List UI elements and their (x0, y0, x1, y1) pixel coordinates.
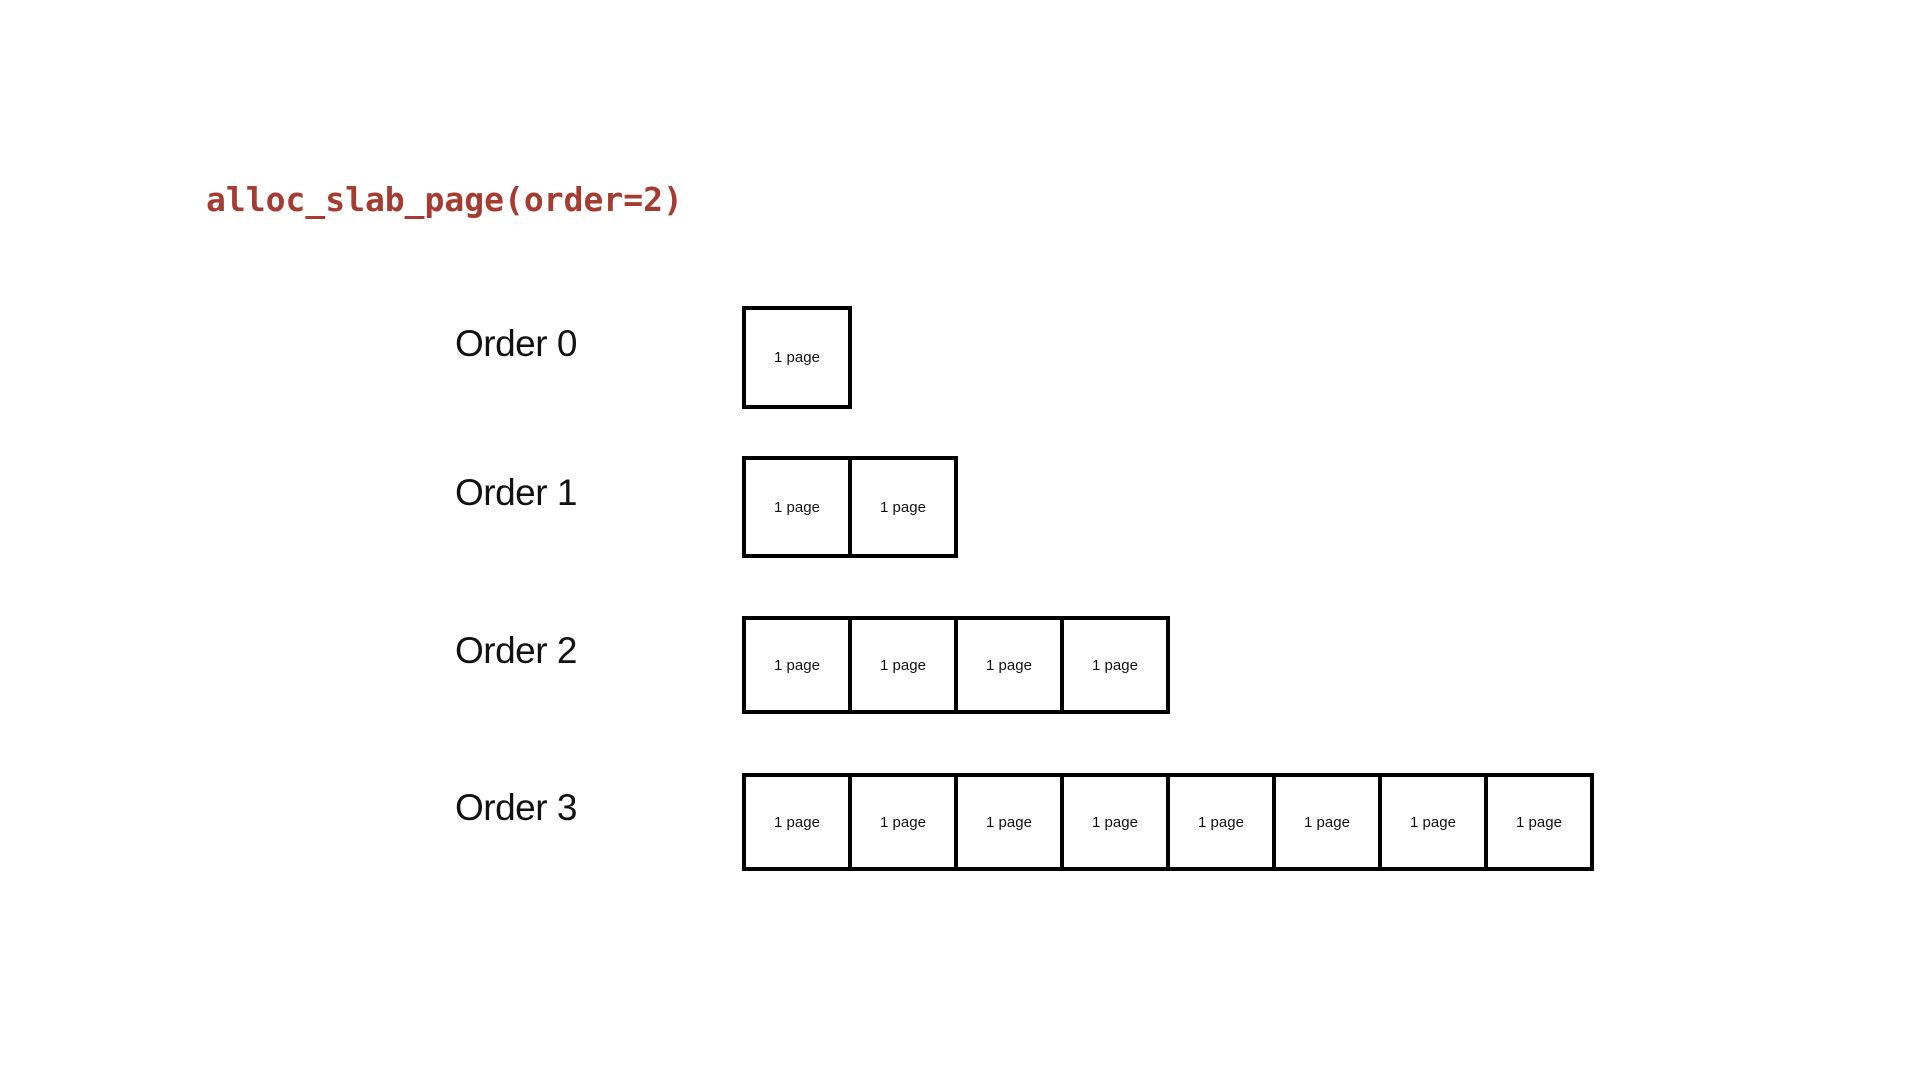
page-box-label: 1 page (880, 813, 926, 831)
page-box: 1 page (848, 456, 958, 558)
page-box-label: 1 page (774, 498, 820, 516)
page-box-label: 1 page (986, 656, 1032, 674)
page-box: 1 page (742, 456, 852, 558)
page-box: 1 page (848, 773, 958, 871)
page-box-label: 1 page (1304, 813, 1350, 831)
page-box-label: 1 page (880, 498, 926, 516)
page-box: 1 page (954, 616, 1064, 714)
page-box: 1 page (742, 616, 852, 714)
page-box-group: 1 page 1 page 1 page 1 page (742, 616, 1170, 714)
order-row-label: Order 0 (455, 322, 577, 364)
page-box-label: 1 page (1092, 813, 1138, 831)
page-box: 1 page (742, 773, 852, 871)
page-box-group: 1 page 1 page (742, 456, 958, 558)
page-box: 1 page (1060, 773, 1170, 871)
order-row: Order 2 1 page 1 page 1 page 1 page (455, 616, 1170, 714)
page-box: 1 page (1166, 773, 1276, 871)
page-box-label: 1 page (1092, 656, 1138, 674)
order-row-label: Order 3 (455, 787, 577, 828)
page-box: 1 page (848, 616, 958, 714)
page-box: 1 page (954, 773, 1064, 871)
page-box: 1 page (742, 306, 852, 409)
page-box-group: 1 page (742, 306, 852, 409)
page-box-label: 1 page (1410, 813, 1456, 831)
page-box-label: 1 page (774, 656, 820, 674)
page-box-label: 1 page (774, 349, 820, 366)
page-box-label: 1 page (1516, 813, 1562, 831)
page-box-label: 1 page (880, 656, 926, 674)
page-box: 1 page (1378, 773, 1488, 871)
page-title: alloc_slab_page(order=2) (206, 180, 683, 219)
order-row: Order 1 1 page 1 page (455, 456, 958, 558)
page-box: 1 page (1060, 616, 1170, 714)
order-row-label: Order 1 (455, 472, 577, 513)
page-box-label: 1 page (774, 813, 820, 831)
page-box-label: 1 page (1198, 813, 1244, 831)
page-box: 1 page (1272, 773, 1382, 871)
page-box-group: 1 page 1 page 1 page 1 page 1 page 1 page 1 pa… (742, 773, 1594, 871)
order-row: Order 0 1 page (455, 306, 852, 409)
page-box: 1 page (1484, 773, 1594, 871)
order-row-label: Order 2 (455, 630, 577, 671)
page-box-label: 1 page (986, 813, 1032, 831)
